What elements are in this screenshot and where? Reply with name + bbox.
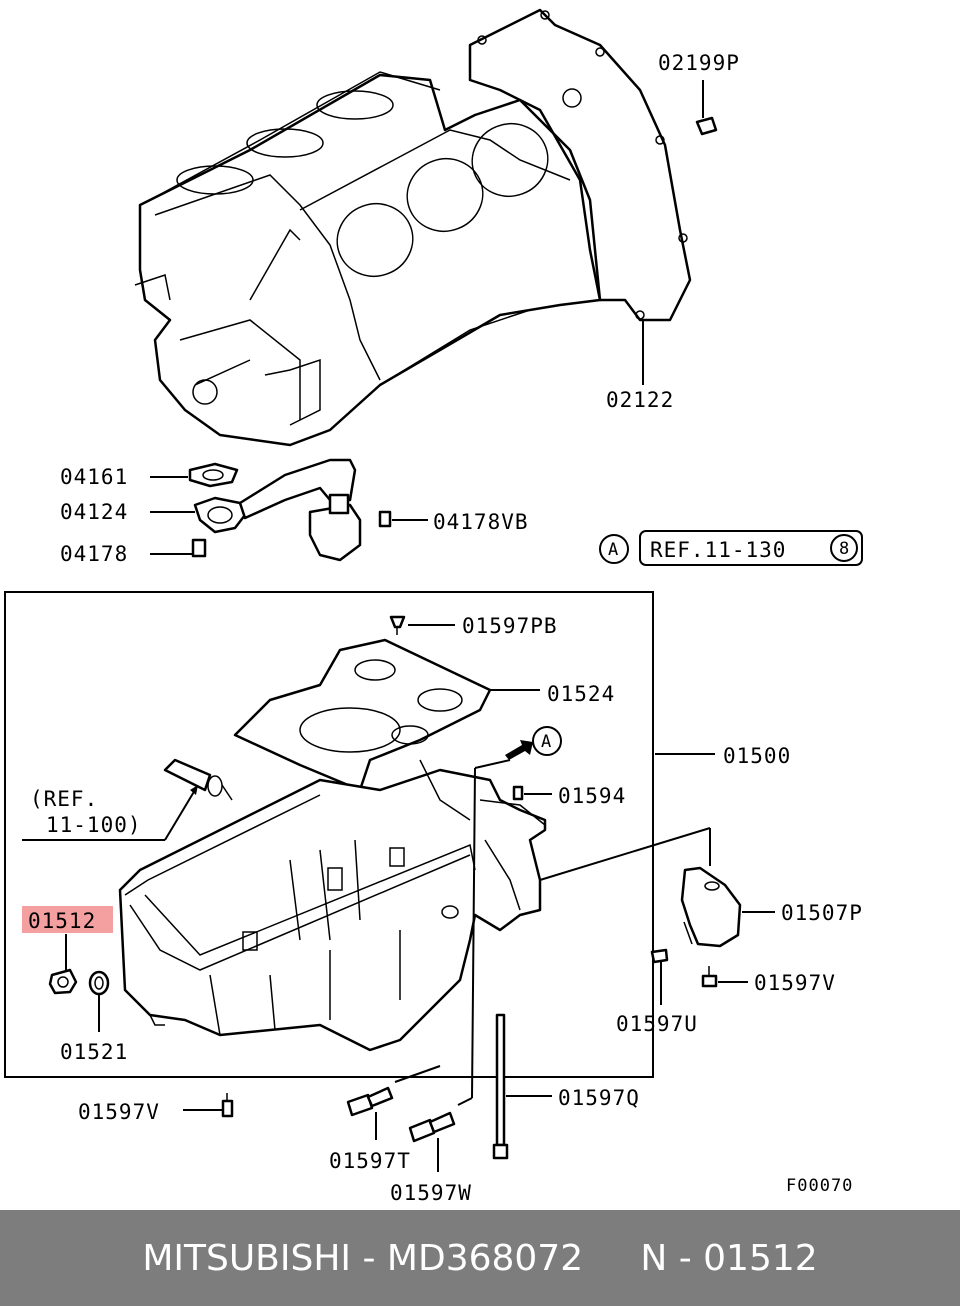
label-04124: 04124 [60,500,128,524]
label-01597V-right: 01597V [754,971,836,995]
figure-code: F00070 [786,1176,853,1196]
label-04178VB: 04178VB [433,510,529,534]
label-04161: 04161 [60,465,128,489]
highlight-01512 [22,906,113,933]
label-01597U: 01597U [616,1012,698,1036]
marker-a-pan-text: A [541,732,552,752]
dipstick-guide [163,758,233,801]
bolt-02199P [695,80,718,136]
engine-block [134,71,602,447]
label-02122: 02122 [606,388,674,412]
ref-11-130-text: REF.11-130 [650,538,786,562]
bolt-01597T [346,1086,394,1117]
label-01597PB: 01597PB [462,614,558,638]
marker-a-ref [599,534,629,564]
bolt-01597PB [389,615,406,635]
label-01594: 01594 [558,784,626,808]
ref-11-130-circle [830,534,858,562]
footer-bar: MITSUBISHI - MD368072 N - 01512 [0,1210,960,1306]
bolt-01597W [408,1111,456,1143]
ref-11-130-num: 8 [839,539,850,559]
label-01597Q: 01597Q [558,1086,640,1110]
parts-diagram: 02199P 02122 04161 04124 04178 04178VB A… [4,8,863,1205]
label-01512: 01512 [28,909,96,933]
ref-11-100-line2: 11-100) [46,813,142,837]
oil-pan [118,759,547,1052]
label-01597T: 01597T [329,1149,411,1173]
rear-plate-gasket [468,8,692,322]
ref-11-100-line1: (REF. [30,787,98,811]
marker-a-text: A [608,540,619,560]
label-01507P: 01507P [781,901,863,925]
ref-11-130-box [639,530,863,566]
bolt-01597U [650,948,669,964]
oil-strainer [188,458,392,562]
marker-a-arrow [505,740,533,760]
stud-01597Q [492,1013,509,1160]
label-04178: 04178 [60,542,128,566]
label-01597V-left: 01597V [78,1100,160,1124]
oil-pan-assembly-frame [4,591,654,1078]
gasket-01521 [88,970,110,996]
plug-01594 [512,785,524,801]
baffle-plate [233,638,492,792]
label-01597W: 01597W [390,1181,472,1205]
label-01524: 01524 [547,682,615,706]
bolt-01597V-left [221,1093,234,1118]
label-02199P: 02199P [658,51,740,75]
bolt-01597V-right [701,966,718,988]
drain-plug-01512 [48,968,78,995]
label-01500: 01500 [723,744,791,768]
footer-part-info: MITSUBISHI - MD368072 N - 01512 [142,1237,818,1279]
label-01521: 01521 [60,1040,128,1064]
cover-01507P [680,866,742,948]
